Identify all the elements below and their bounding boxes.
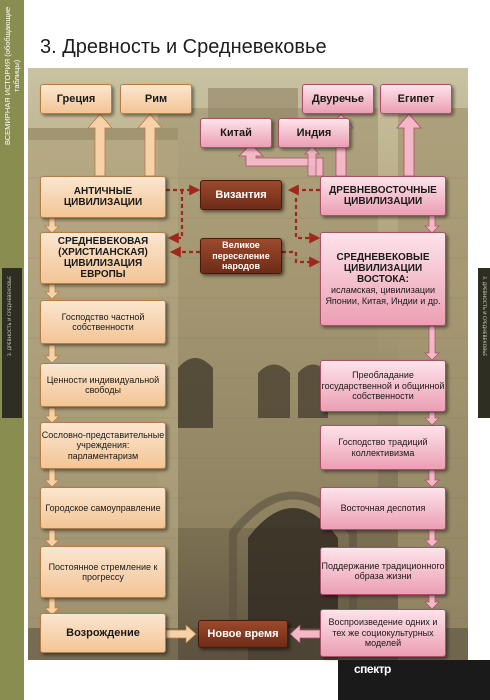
arrow-to-rome [137,113,163,177]
right-item-despotism: Восточная деспотия [320,487,446,530]
side-tab-right: 3. ДРЕВНОСТЬ И СРЕДНЕВЕКОВЬЕ [478,268,490,418]
publisher-logo: спектр [354,662,391,676]
modern-time-arrows [165,624,197,644]
box-greece: Греция [40,84,112,114]
arrow-to-india [304,145,320,177]
box-egypt: Египет [380,84,452,114]
medieval-east-subtitle: исламская, цивилизации Японии, Китая, Ин… [325,285,441,306]
arrow-to-china [238,143,324,177]
box-antique-civilizations: АНТИЧНЫЕ ЦИВИЛИЗАЦИИ [40,176,166,218]
side-tab-left: 3. ДРЕВНОСТЬ И СРЕДНЕВЕКОВЬЕ [2,268,22,418]
box-modern-time: Новое время [198,620,288,648]
page-title: 3. Древность и Средневековье [40,36,327,58]
box-medieval-east: СРЕДНЕВЕКОВЫЕ ЦИВИЛИЗАЦИИ ВОСТОКА: ислам… [320,232,446,326]
right-item-traditional-lifestyle: Поддержание традиционного образа жизни [320,547,446,595]
left-item-city-self-government: Городское самоуправление [40,487,166,529]
box-renaissance: Возрождение [40,613,166,653]
box-india: Индия [278,118,350,148]
right-item-state-property: Преобладание государственной и общинной … [320,360,446,412]
box-great-migration: Великое переселение народов [200,238,282,274]
medieval-east-title: СРЕДНЕВЕКОВЫЕ ЦИВИЛИЗАЦИИ ВОСТОКА: [336,252,430,285]
box-ancient-east: ДРЕВНЕВОСТОЧНЫЕ ЦИВИЛИЗАЦИИ [320,176,446,216]
side-strip: ВСЕМИРНАЯ ИСТОРИЯ (обобщающие таблицы) 3… [0,0,24,700]
left-item-individual-freedom: Ценности индивидуальной свободы [40,363,166,407]
arrow-to-greece [87,113,113,177]
left-item-parliamentarism: Сословно-представительные учреждения: па… [40,422,166,469]
left-item-progress: Постоянное стремление к прогрессу [40,546,166,598]
right-item-sociocultural-models: Воспроизведение одних и тех же социокуль… [320,609,446,657]
box-china: Китай [200,118,272,148]
box-medieval-europe: СРЕДНЕВЕКОВАЯ (ХРИСТИАНСКАЯ) ЦИВИЛИЗАЦИЯ… [40,232,166,284]
right-chain-arrows [424,214,440,610]
box-rome: Рим [120,84,192,114]
publisher-footer: спектр [338,660,490,700]
box-mesopotamia: Двуречье [302,84,374,114]
arrow-to-egypt [396,113,422,177]
box-byzantium: Византия [200,180,282,210]
left-item-private-property: Господство частной собственности [40,300,166,344]
left-chain-arrows [44,217,60,616]
right-item-collectivism: Господство традиций коллективизма [320,425,446,470]
